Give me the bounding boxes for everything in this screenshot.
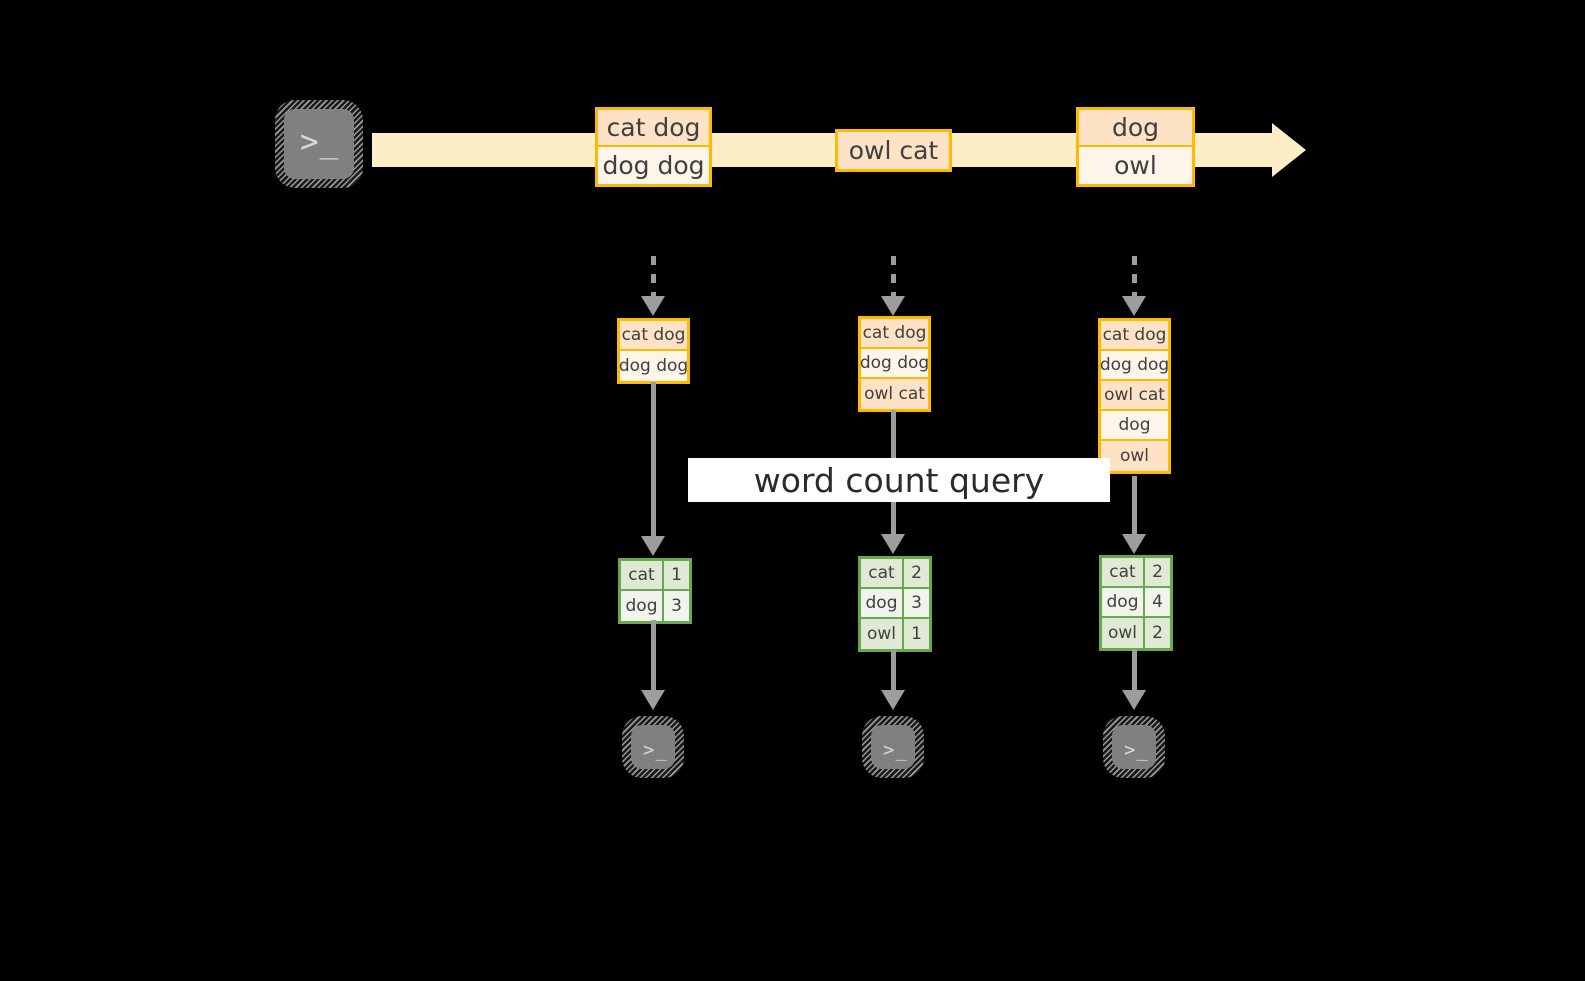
result-row: owl 2 [1102,618,1170,648]
input-line: owl [1101,441,1168,471]
input-line: dog dog [860,349,929,379]
stream-event-line: owl [1079,147,1192,184]
result-row: cat 2 [861,559,929,589]
result-count: 2 [1152,562,1163,582]
result-count: 1 [671,565,682,585]
result-table-3[interactable]: cat 2 dog 4 owl 2 [1099,555,1173,651]
result-word: owl [861,619,905,649]
terminal-body [284,109,354,179]
result-to-sink-connector-1 [651,620,656,692]
result-word: dog [621,591,665,621]
input-to-result-connector-3 [1132,476,1137,536]
input-to-result-arrowhead-2 [881,534,905,554]
stream-to-input-connector-2 [891,256,896,300]
result-row: dog 3 [861,589,929,619]
input-to-result-arrowhead-3 [1122,534,1146,554]
terminal-prompt-glyph: >_ [883,739,908,761]
stream-to-input-arrowhead-1 [641,296,665,316]
result-to-sink-arrowhead-1 [641,690,665,710]
input-line: owl cat [1101,381,1168,411]
stream-event-box-3[interactable]: dog owl [1076,107,1195,187]
stream-event-box-1[interactable]: cat dog dog dog [595,107,712,187]
result-word: cat [621,561,665,589]
query-banner-label: word count query [753,460,1045,500]
result-count: 3 [671,596,682,616]
stream-event-line: cat dog [598,110,709,147]
result-row: dog 3 [621,591,689,621]
stream-event-box-2[interactable]: owl cat [835,129,952,172]
result-to-sink-connector-2 [891,650,896,692]
stream-event-line: dog [1079,110,1192,147]
terminal-body [871,725,915,769]
input-line: cat dog [620,321,687,351]
terminal-prompt-glyph: >_ [1124,739,1149,761]
accumulated-input-table-1[interactable]: cat dog dog dog [617,318,690,384]
terminal-body [631,725,675,769]
result-count: 3 [911,593,922,613]
result-word: dog [1102,588,1146,616]
input-line: dog dog [1100,351,1169,381]
input-line: dog [1101,411,1168,441]
sink-terminal-icon-1[interactable]: >_ [622,716,684,778]
input-line: dog dog [619,351,688,381]
result-count: 1 [911,624,922,644]
terminal-prompt-glyph: >_ [300,124,340,160]
result-word: cat [1102,558,1146,586]
input-to-result-arrowhead-1 [641,536,665,556]
result-count: 2 [911,563,922,583]
sink-terminal-icon-2[interactable]: >_ [862,716,924,778]
result-to-sink-arrowhead-2 [881,690,905,710]
stream-event-line: dog dog [598,147,709,184]
result-word: cat [861,559,905,587]
input-line: owl cat [861,379,928,409]
result-to-sink-arrowhead-3 [1122,690,1146,710]
stream-to-input-arrowhead-2 [881,296,905,316]
result-table-2[interactable]: cat 2 dog 3 owl 1 [858,556,932,652]
result-word: dog [861,589,905,617]
result-row: owl 1 [861,619,929,649]
result-to-sink-connector-3 [1132,649,1137,692]
stream-to-input-arrowhead-3 [1122,296,1146,316]
accumulated-input-table-3[interactable]: cat dog dog dog owl cat dog owl [1098,318,1171,474]
source-terminal-icon[interactable]: >_ [275,100,363,188]
result-count: 4 [1152,592,1163,612]
result-row: dog 4 [1102,588,1170,618]
stream-to-input-connector-1 [651,256,656,300]
input-line: cat dog [1101,321,1168,351]
event-stream-arrowhead [1272,123,1306,177]
input-to-result-connector-1 [651,382,656,538]
sink-terminal-icon-3[interactable]: >_ [1103,716,1165,778]
stream-to-input-connector-3 [1132,256,1137,300]
result-word: owl [1102,618,1146,648]
stream-event-line: owl cat [838,132,949,169]
result-row: cat 2 [1102,558,1170,588]
terminal-prompt-glyph: >_ [643,739,668,761]
terminal-body [1112,725,1156,769]
result-count: 2 [1152,623,1163,643]
input-line: cat dog [861,319,928,349]
result-row: cat 1 [621,561,689,591]
result-table-1[interactable]: cat 1 dog 3 [618,558,692,624]
query-banner: word count query [688,458,1110,502]
accumulated-input-table-2[interactable]: cat dog dog dog owl cat [858,316,931,412]
